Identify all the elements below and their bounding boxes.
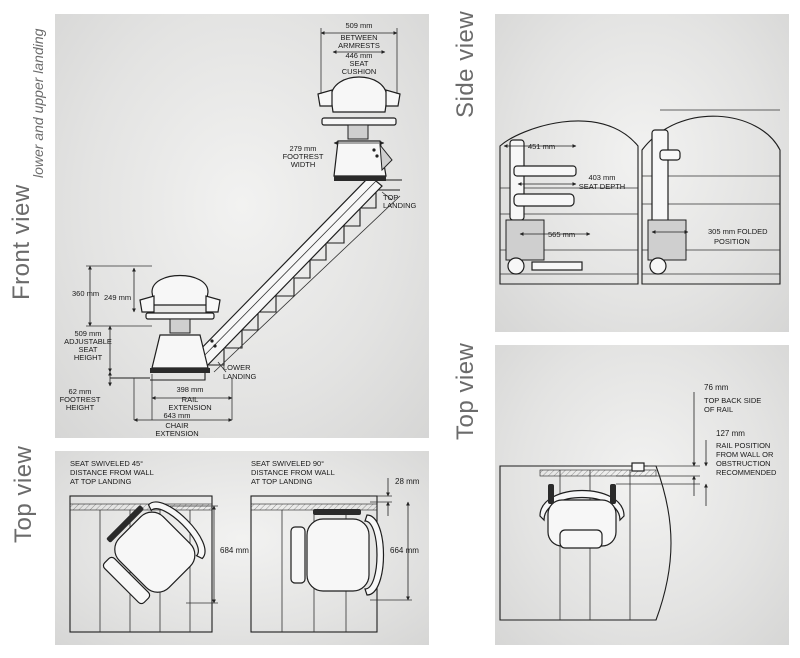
- dim-684: 684 mm: [220, 546, 249, 555]
- label-swivel90-l3: AT TOP LANDING: [251, 477, 313, 486]
- dim-footrest-width-l2: WIDTH: [291, 160, 316, 169]
- label-swivel90-l2: DISTANCE FROM WALL: [251, 468, 335, 477]
- side-view-drawing: [499, 109, 781, 285]
- dim-seat-height-l2: SEAT: [78, 345, 97, 354]
- label-top-landing-l2: LANDING: [383, 201, 417, 210]
- dim-footrest-width-value: 279 mm: [289, 144, 316, 153]
- label-rail-position-l3: OBSTRUCTION: [716, 459, 771, 468]
- dim-footrest-height-l2: HEIGHT: [66, 403, 95, 412]
- label-rail-position-l4: RECOMMENDED: [716, 468, 777, 477]
- dim-565: 565 mm: [548, 230, 575, 239]
- dim-rail-extension-value: 398 mm: [176, 385, 203, 394]
- dim-28: 28 mm: [395, 477, 420, 486]
- dim-rail-extension-l1: RAIL: [182, 395, 199, 404]
- dim-seat-height-l1: ADJUSTABLE: [64, 337, 112, 346]
- dim-seat-height-l3: HEIGHT: [74, 353, 103, 362]
- dim-between-armrests-l2: ARMRESTS: [338, 41, 380, 50]
- dim-chair-extension-l2: EXTENSION: [155, 429, 198, 438]
- dim-seat-cushion-value: 446 mm: [345, 51, 372, 60]
- dim-folded-label: POSITION: [714, 237, 750, 246]
- dim-seat-depth-value: 403 mm: [588, 173, 615, 182]
- top-view-45-drawing: [69, 495, 213, 633]
- dim-seat-height-value: 509 mm: [74, 329, 101, 338]
- dim-chair-extension-l1: CHAIR: [165, 421, 189, 430]
- dim-664: 664 mm: [390, 546, 419, 555]
- label-top-landing-l1: TOP: [383, 193, 398, 202]
- dim-footrest-height-value: 62 mm: [69, 387, 92, 396]
- dim-between-armrests-l1: BETWEEN: [340, 33, 377, 42]
- dim-127: 127 mm: [716, 429, 745, 438]
- label-swivel90-l1: SEAT SWIVELED 90°: [251, 459, 324, 468]
- label-back-side-l1: TOP BACK SIDE: [704, 396, 761, 405]
- dim-249: 249 mm: [104, 293, 131, 302]
- stairlift-chair-lower: [139, 274, 221, 373]
- label-swivel45-l2: DISTANCE FROM WALL: [70, 468, 154, 477]
- label-lower-landing-l1: LOWER: [223, 363, 251, 372]
- staircase: [110, 175, 402, 381]
- dim-footrest-height-l1: FOOTREST: [60, 395, 101, 404]
- top-view-90-drawing: [250, 495, 385, 633]
- top-view-right-drawing: [499, 462, 672, 621]
- dim-folded-value: 305 mm FOLDED: [708, 227, 768, 236]
- dim-seat-depth-label: SEAT DEPTH: [579, 182, 625, 191]
- dim-seat-cushion-l1: SEAT: [349, 59, 368, 68]
- dim-seat-cushion-l2: CUSHION: [342, 67, 377, 76]
- dim-360: 360 mm: [72, 289, 99, 298]
- dim-451: 451 mm: [528, 142, 555, 151]
- dim-chair-extension-value: 643 mm: [163, 411, 190, 420]
- label-rail-position-l1: RAIL POSITION: [716, 441, 770, 450]
- label-lower-landing-l2: LANDING: [223, 372, 257, 381]
- dim-between-armrests-value: 509 mm: [345, 21, 372, 30]
- dim-footrest-width-l1: FOOTREST: [283, 152, 324, 161]
- label-swivel45-l1: SEAT SWIVELED 45°: [70, 459, 143, 468]
- dim-76: 76 mm: [704, 383, 729, 392]
- dim-rail-extension-l2: EXTENSION: [168, 403, 211, 412]
- label-back-side-l2: OF RAIL: [704, 405, 733, 414]
- stairlift-chair-upper: [317, 76, 401, 181]
- label-swivel45-l3: AT TOP LANDING: [70, 477, 132, 486]
- label-rail-position-l2: FROM WALL OR: [716, 450, 774, 459]
- top-view-right-panel: [495, 345, 789, 645]
